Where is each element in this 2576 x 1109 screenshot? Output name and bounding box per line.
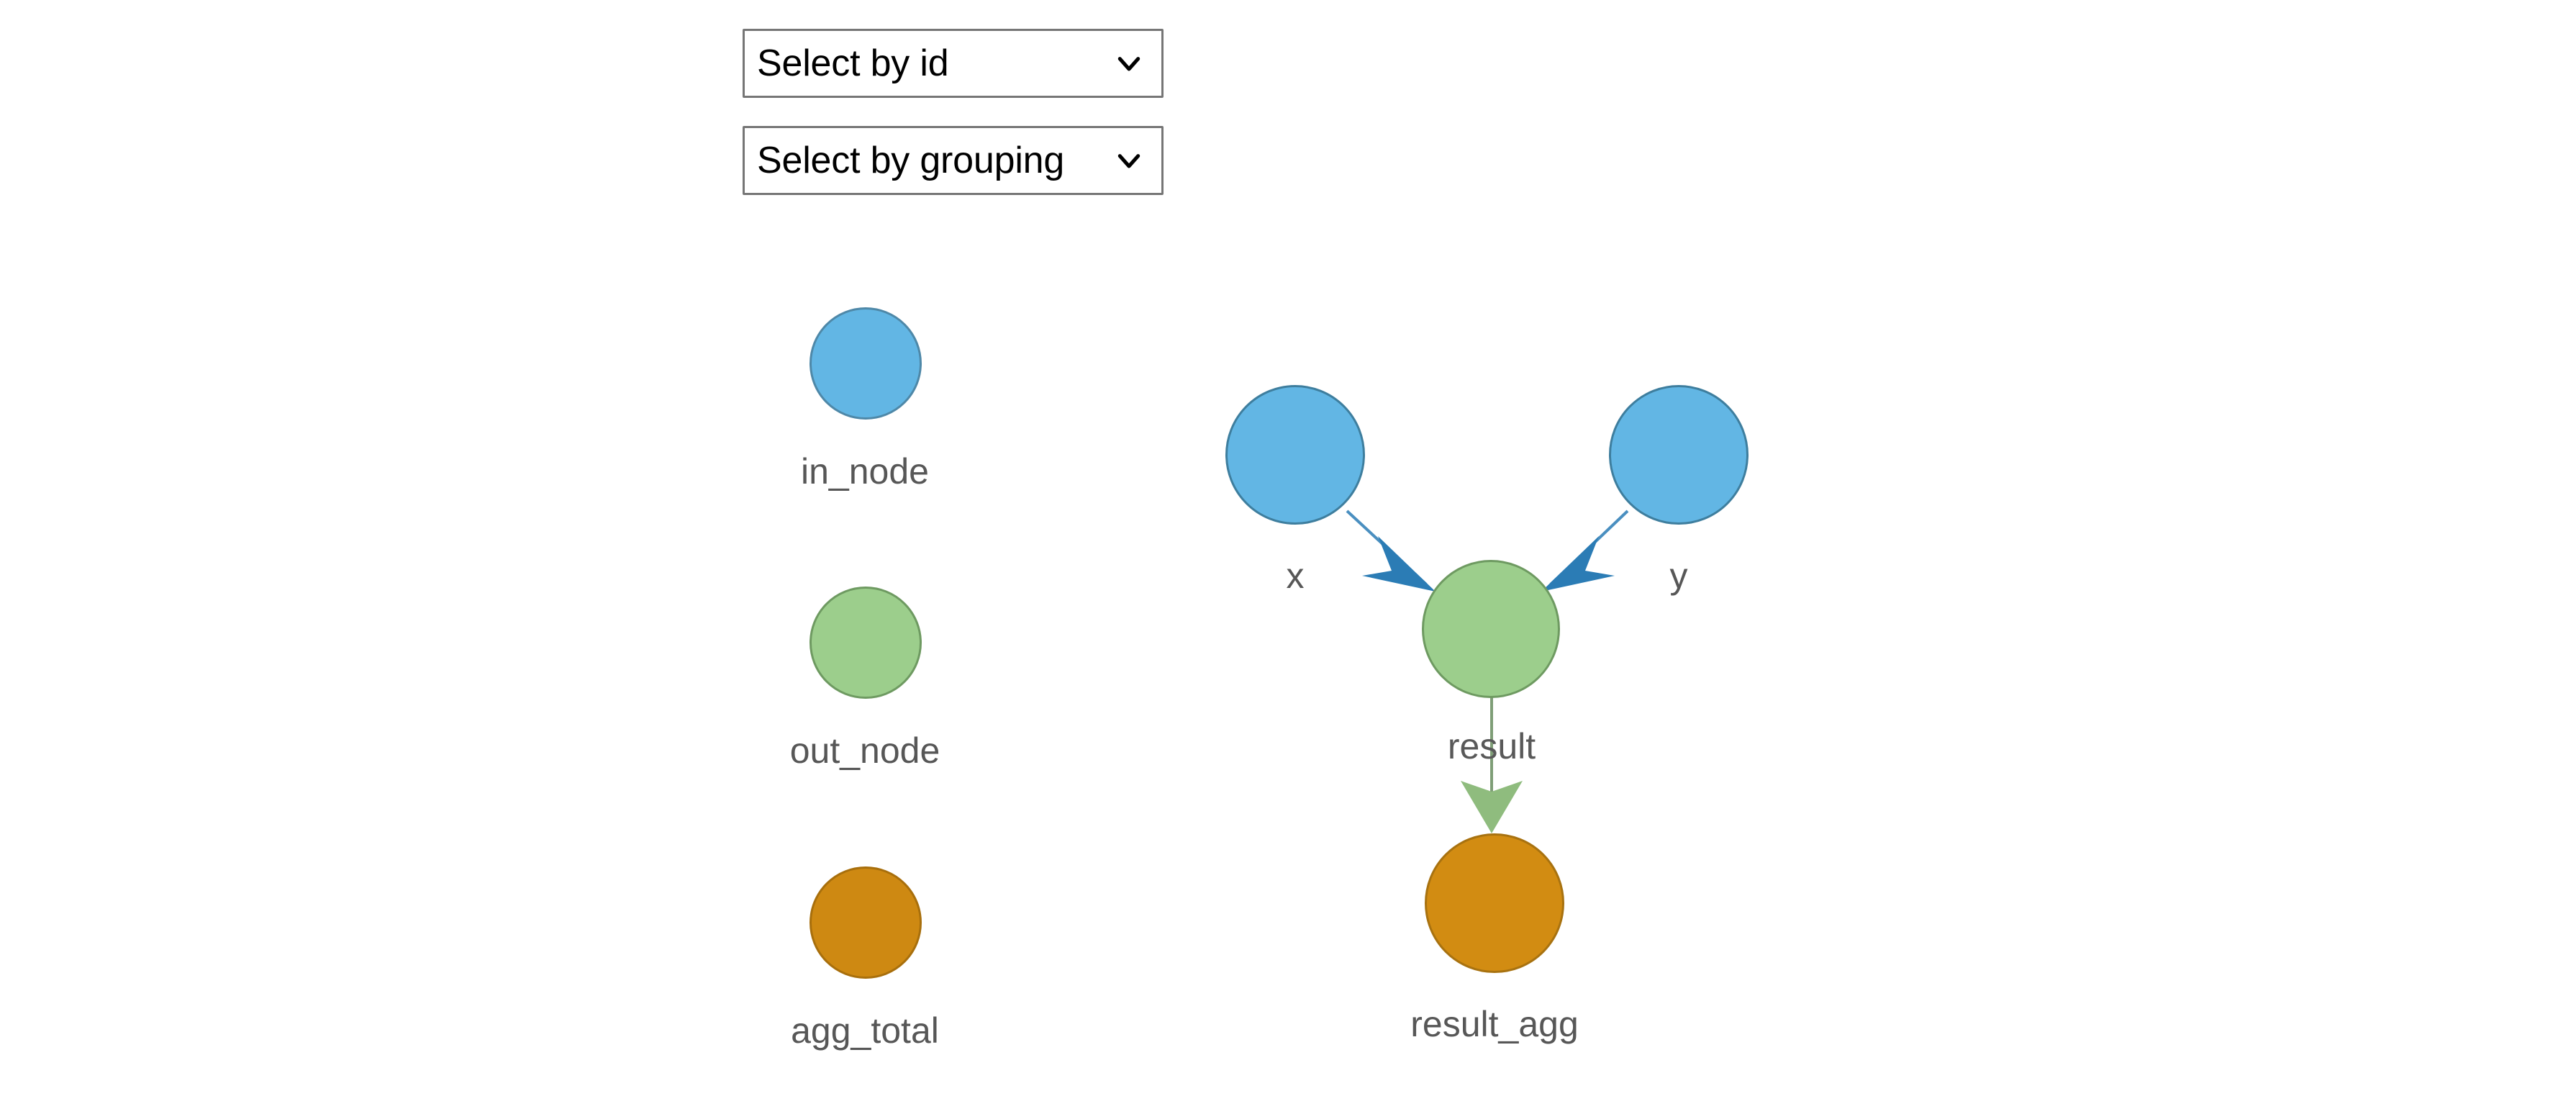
legend-swatch-agg-total [809, 866, 922, 979]
arrowhead-icon [1541, 536, 1615, 592]
graph-node-label-y: y [1669, 556, 1688, 596]
graph-node-label-result-agg: result_agg [1410, 1004, 1579, 1044]
edge-x-to-result[interactable] [1346, 510, 1436, 592]
select-by-grouping-value: Select by grouping [757, 140, 1065, 181]
arrowhead-icon [1362, 536, 1436, 592]
select-by-grouping-dropdown[interactable]: Select by grouping [743, 126, 1164, 195]
graph-node-y[interactable] [1609, 385, 1749, 525]
graph-node-x[interactable] [1225, 385, 1365, 525]
legend-swatch-in-node [809, 307, 922, 420]
select-by-id-value: Select by id [757, 42, 949, 84]
graph-node-result-agg[interactable] [1425, 833, 1564, 973]
legend-label-agg-total: agg_total [791, 1010, 939, 1051]
arrowhead-icon [1461, 781, 1523, 833]
legend-label-in-node: in_node [801, 451, 929, 492]
legend-label-out-node: out_node [789, 730, 940, 771]
edge-y-to-result[interactable] [1541, 510, 1629, 592]
edge-label-result: result [1447, 726, 1536, 766]
edge-result-to-result-agg[interactable] [1461, 697, 1523, 833]
graph-node-label-x: x [1286, 556, 1305, 596]
select-by-id-dropdown[interactable]: Select by id [743, 29, 1164, 98]
filter-controls: Select by id Select by grouping [743, 29, 1164, 223]
legend-swatch-out-node [809, 587, 922, 699]
graph-node-result[interactable] [1422, 560, 1560, 698]
